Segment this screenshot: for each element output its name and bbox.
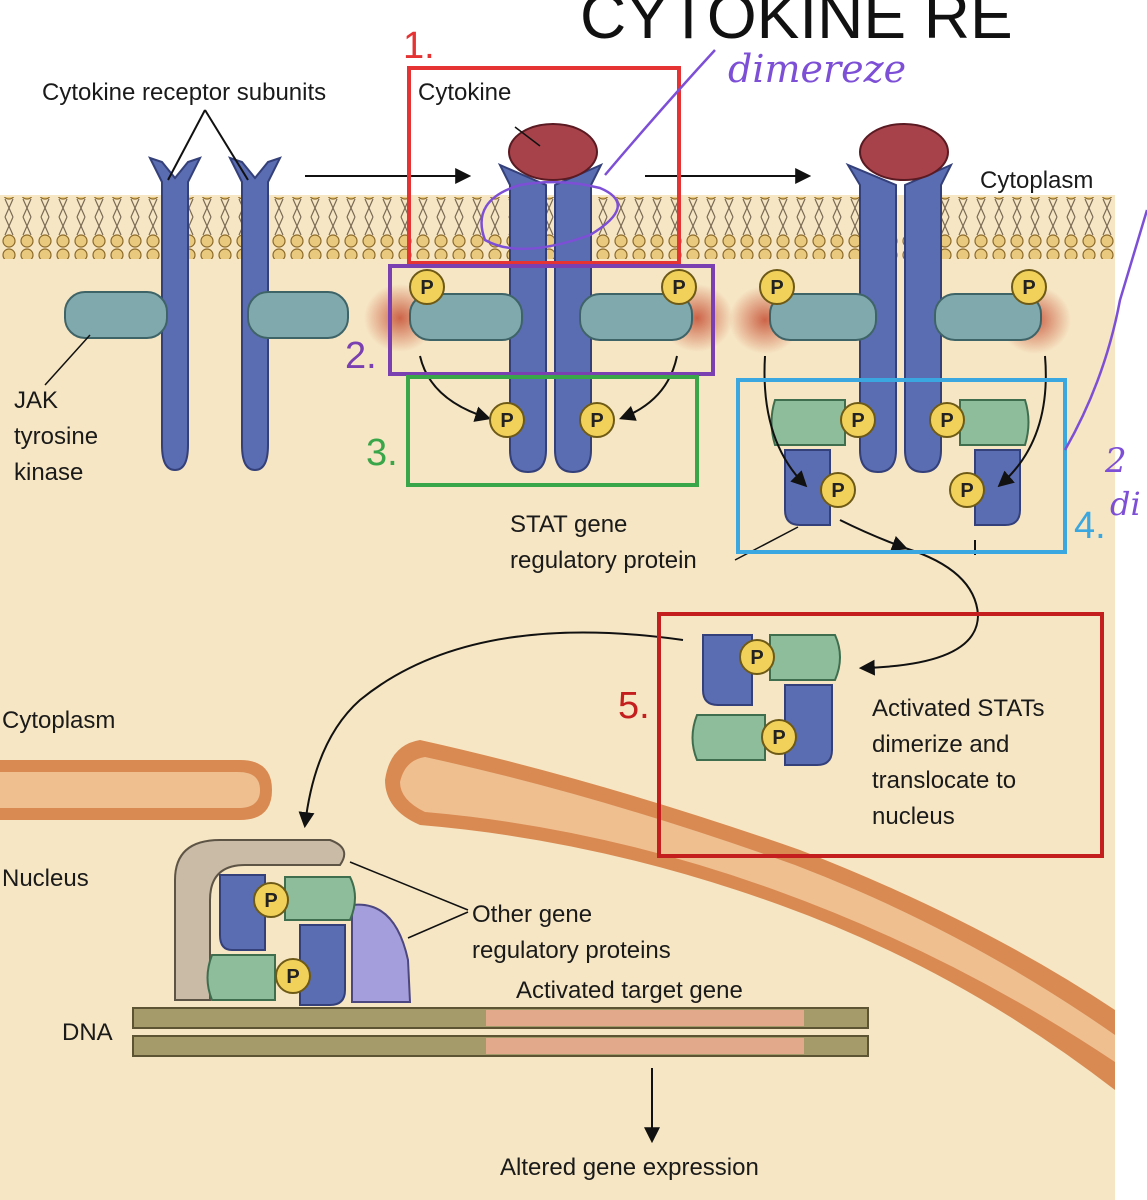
stat-protein-blue: [784, 684, 833, 766]
svg-text:P: P: [940, 410, 953, 432]
dna-strands: [132, 1007, 869, 1057]
svg-text:P: P: [286, 966, 299, 988]
step-1-number: 1.: [403, 25, 435, 67]
label-other-gene-line2: regulatory proteins: [472, 937, 671, 964]
step-1-box: [407, 66, 681, 265]
handwritten-right-2: di: [1110, 485, 1141, 523]
svg-text:P: P: [1022, 277, 1035, 299]
step-5-box: [657, 612, 1104, 858]
label-cytoplasm-left: Cytoplasm: [2, 707, 115, 734]
jak-kinase: [934, 293, 1042, 341]
jak-kinase: [579, 293, 693, 341]
cytokine-ligand: [859, 123, 949, 181]
stat-protein-green: [284, 876, 356, 921]
step-2-number: 2.: [345, 335, 377, 377]
label-cytoplasm-top: Cytoplasm: [980, 167, 1093, 194]
step-2-box: [388, 264, 715, 376]
svg-text:P: P: [500, 410, 513, 432]
jak-kinase: [64, 291, 168, 339]
nuclear-envelope: [0, 740, 1115, 1090]
labels: Cytokine receptor subunits Cytokine Cyto…: [2, 79, 1093, 1181]
handwritten-right-1: 2: [1104, 441, 1127, 481]
svg-text:P: P: [831, 480, 844, 502]
label-stat-line1: STAT gene: [510, 511, 627, 538]
stat-protein-blue: [784, 449, 831, 526]
step-3-number: 3.: [366, 432, 398, 474]
label-activated-line1: Activated STATs: [872, 695, 1045, 722]
handwritten-circle: [480, 180, 619, 251]
svg-text:P: P: [772, 727, 785, 749]
stat-protein-green: [959, 399, 1030, 446]
translocation-arrow: [298, 631, 684, 829]
label-jak-line3: kinase: [14, 459, 83, 486]
svg-text:P: P: [420, 277, 433, 299]
stat-protein-blue: [219, 874, 266, 951]
label-jak-line2: tyrosine: [14, 423, 98, 450]
title-fragment: CYTOKINE RE: [580, 0, 1013, 52]
handwritten-dimerize: dimereze: [728, 47, 906, 91]
stat-protein-green: [206, 954, 276, 1001]
target-gene-region: [486, 1038, 804, 1054]
jak-kinase: [247, 291, 349, 339]
stat-protein-blue: [299, 924, 346, 1006]
right-margin: [1115, 45, 1147, 1200]
other-regulatory-protein: [351, 903, 412, 1003]
label-nucleus: Nucleus: [2, 865, 89, 892]
stat-protein-green: [769, 634, 841, 681]
step-numbers: 1. 2. 3. 4. 5.: [345, 25, 1106, 727]
receptor-pair-inactive: [44, 109, 349, 472]
svg-text:P: P: [851, 410, 864, 432]
label-altered-expression: Altered gene expression: [500, 1154, 759, 1181]
label-activated-line4: nucleus: [872, 803, 955, 830]
svg-text:P: P: [960, 480, 973, 502]
jak-kinase: [409, 293, 523, 341]
label-stat-line2: regulatory protein: [510, 547, 697, 574]
label-cytokine: Cytokine: [418, 79, 511, 106]
label-target-gene: Activated target gene: [516, 977, 743, 1004]
step-3-box: [406, 375, 699, 487]
nuclear-complex: [174, 839, 469, 1006]
stat-protein-green: [691, 714, 766, 761]
target-gene-region: [486, 1010, 804, 1026]
label-dna: DNA: [62, 1019, 113, 1046]
svg-text:P: P: [264, 890, 277, 912]
step-4-number: 4.: [1074, 505, 1106, 547]
label-activated-line3: translocate to: [872, 767, 1016, 794]
svg-text:P: P: [590, 410, 603, 432]
label-other-gene-line1: Other gene: [472, 901, 592, 928]
label-receptor-subunits: Cytokine receptor subunits: [42, 79, 326, 106]
receptor-subunit: [904, 162, 954, 474]
step-5-number: 5.: [618, 685, 650, 727]
label-activated-line2: dimerize and: [872, 731, 1009, 758]
step-4-box: [736, 378, 1067, 554]
stat-protein-green: [770, 399, 846, 446]
label-jak-line1: JAK: [14, 387, 58, 414]
stat-dimer: [691, 634, 841, 766]
svg-text:P: P: [672, 277, 685, 299]
svg-text:P: P: [770, 277, 783, 299]
stat-protein-blue: [974, 449, 1021, 526]
cytokine-ligand: [508, 123, 598, 181]
coactivator-protein: [174, 839, 346, 1001]
jak-kinase: [769, 293, 877, 341]
receptor-pair-stat: [729, 123, 1071, 676]
receptor-subunit: [148, 156, 202, 472]
handwritten-stroke: [1063, 209, 1147, 451]
phosphate-groups: P P P P P P P P P P P P P P: [253, 269, 1047, 994]
handwritten-stroke: [604, 49, 716, 176]
svg-text:P: P: [750, 647, 763, 669]
